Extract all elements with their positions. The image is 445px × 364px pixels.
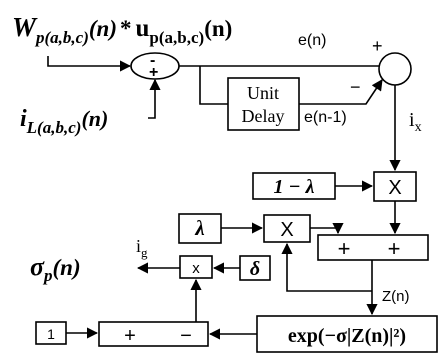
one-minus-lambda-block: 1 − λ <box>252 172 336 200</box>
label-z-n: Z(n) <box>382 288 410 305</box>
delta-block: δ <box>239 255 271 281</box>
output-sigma-label: σp(n) <box>30 252 81 285</box>
label-e-n: e(n) <box>298 32 326 49</box>
line-branch-to-delay <box>199 66 228 105</box>
feedback-z-to-x2 <box>281 242 372 292</box>
multiplier-x2-label: X <box>280 219 293 241</box>
lambda-block: λ <box>178 213 222 244</box>
sum3-plus: + <box>124 325 136 347</box>
exp-block-label: exp(−σ|Z(n)|²) <box>288 325 406 347</box>
arrow-top-input <box>47 56 132 72</box>
comparator-plus-sign: + <box>372 36 383 56</box>
unit-delay-line1: Unit <box>247 83 279 103</box>
label-ix: ix <box>409 109 422 135</box>
input-load-label: iL(a,b,c)(n) <box>20 106 108 137</box>
error-comparator <box>378 52 412 86</box>
label-ig: ig <box>136 236 148 260</box>
multiplier-x1-label: X <box>388 177 401 199</box>
constant-one-block: 1 <box>35 321 67 345</box>
arrow-delay-to-comparator <box>299 79 383 105</box>
unit-delay-line2: Delay <box>242 106 285 126</box>
input-top-label: Wp(a,b,c)(n)*up(a,b,c)(n) <box>12 12 232 47</box>
one-minus-lambda-label: 1 − λ <box>274 176 315 198</box>
multiplier-x3-label: x <box>192 260 200 277</box>
summing-junction-1: - + <box>130 52 180 81</box>
arrow-x2-to-sum2 <box>310 222 344 235</box>
exp-block: exp(−σ|Z(n)|²) <box>256 315 438 353</box>
multiplier-x2: X <box>263 214 311 243</box>
summing-block-2: + + <box>317 234 429 261</box>
comparator-minus-sign: − <box>350 77 361 97</box>
unit-delay-block: Unit Delay <box>227 77 300 131</box>
sum3-minus: − <box>180 325 192 347</box>
label-e-n-minus-1: e(n-1) <box>304 109 347 126</box>
arrow-load-input <box>148 78 161 119</box>
multiplier-x3: x <box>179 255 213 279</box>
sum1-minus-sign: - <box>150 52 155 69</box>
delta-label: δ <box>250 258 260 280</box>
sum2-plus-left: + <box>338 236 351 261</box>
lambda-label: λ <box>194 216 204 240</box>
sum1-plus-sign: + <box>149 64 158 81</box>
sum2-plus-right: + <box>388 236 401 261</box>
summing-block-3: + − <box>98 321 209 347</box>
constant-one-label: 1 <box>47 326 55 342</box>
multiplier-x1: X <box>373 171 417 202</box>
